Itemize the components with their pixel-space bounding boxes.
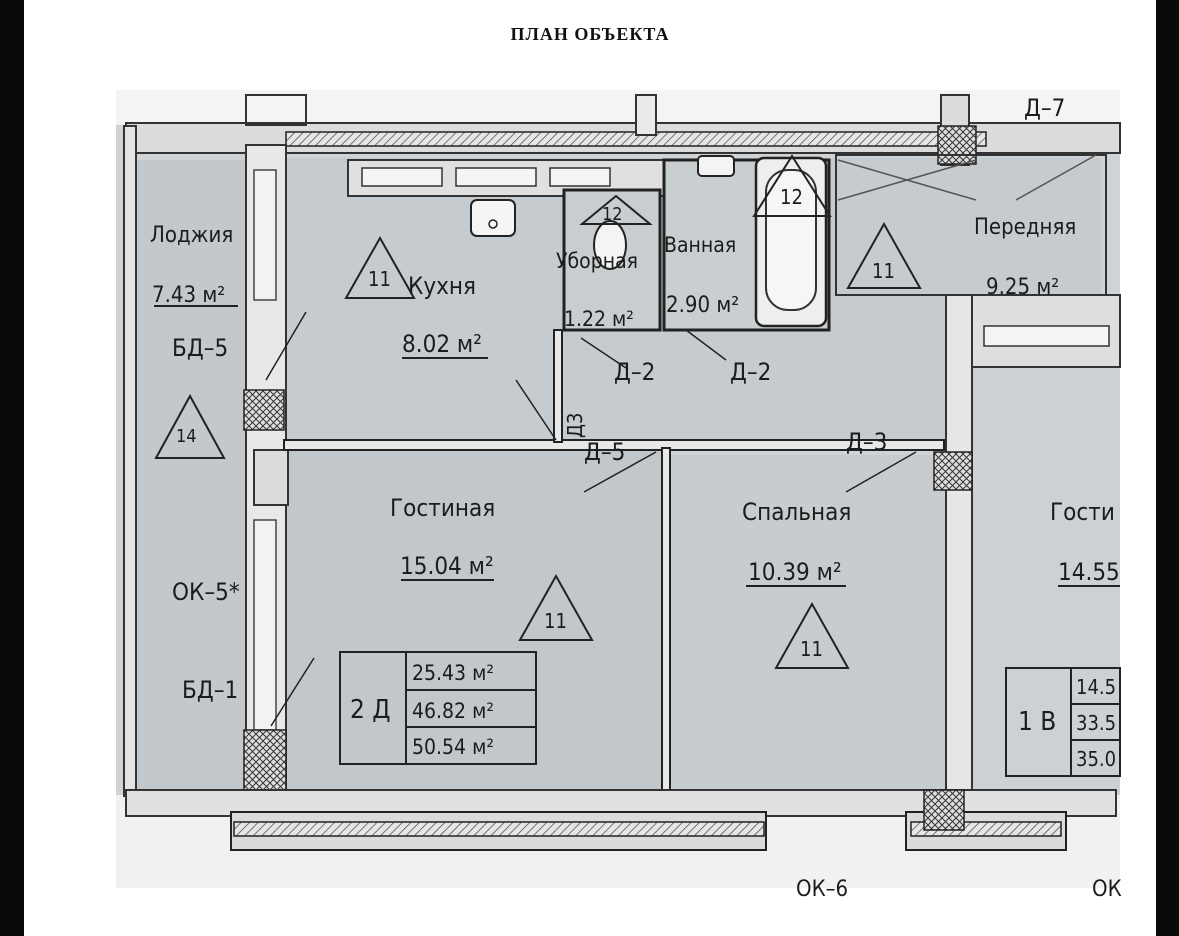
top-column-1 (635, 94, 657, 136)
bathroom-area: 2.90 м² (666, 293, 739, 318)
bedroom-tag: 11 (800, 637, 823, 661)
apt-2d-area-2: 46.82 м² (412, 699, 494, 723)
hallway-diag (1015, 154, 1097, 201)
loggia-outer-wall (123, 125, 137, 797)
leader-kitchen (515, 379, 557, 441)
cabinet-1 (361, 167, 443, 187)
floor-plan: Лоджия 7.43 м² 14 Кухня 8.02 м² 11 Уборн… (116, 90, 1122, 902)
hallway-tag: 11 (872, 259, 895, 283)
tag-triangle-bath (752, 154, 832, 217)
cabinet-3 (549, 167, 611, 187)
loggia-name: Лоджия (150, 223, 233, 248)
apt-1v-area-2: 33.5 (1076, 711, 1116, 735)
kitchen-tag: 11 (368, 267, 391, 291)
kitchen-area: 8.02 м² (402, 330, 482, 358)
apt-2d-area-1: 25.43 м² (412, 661, 494, 685)
loggia-tag: 14 (176, 426, 197, 447)
leader-d2b (685, 329, 727, 361)
mark-bd5: БД–5 (172, 334, 228, 362)
top-column-2 (245, 94, 307, 126)
hallway-area: 9.25 м² (986, 275, 1059, 300)
left-column-2 (243, 729, 287, 791)
mark-d2b: Д–2 (730, 358, 771, 386)
kitchen-sink (470, 199, 516, 237)
living-bedroom-wall (661, 447, 671, 799)
leader-bd5 (265, 311, 307, 381)
bathroom-tag: 12 (780, 185, 803, 209)
toilet-tag: 12 (602, 204, 623, 225)
loggia-area: 7.43 м² (152, 283, 225, 308)
mark-d3-vertical: Д3 (563, 412, 587, 438)
tag-triangle-bedroom (774, 601, 850, 669)
bathtub-inner (765, 169, 817, 311)
living2-area: 14.55 (1058, 558, 1120, 586)
cabinet-2 (455, 167, 537, 187)
apt-1v-area-3: 35.0 (1076, 747, 1116, 771)
bottom-wall-hatch (233, 821, 765, 837)
living-tag: 11 (544, 609, 567, 633)
left-column-1 (243, 389, 285, 431)
toilet-area: 1.22 м² (564, 307, 634, 331)
mark-ok6: ОК–6 (796, 877, 848, 902)
kitchen-name: Кухня (408, 272, 476, 300)
leader-d3 (845, 451, 917, 493)
tag-triangle-loggia (154, 393, 226, 459)
mark-ok-right: ОК (1092, 877, 1122, 902)
bedroom-fill (671, 455, 946, 800)
mark-d2a: Д–2 (614, 358, 655, 386)
mark-ok5: ОК–5* (172, 578, 240, 606)
left-column-3 (253, 449, 289, 506)
toilet-name: Уборная (556, 249, 638, 273)
tag-triangle-hall (846, 221, 922, 289)
leader-d5 (583, 451, 657, 493)
living-area: 15.04 м² (400, 552, 494, 580)
living-name: Гостиная (390, 494, 495, 522)
window-ok5 (253, 519, 277, 731)
bedroom-name: Спальная (742, 498, 851, 526)
bathroom-name: Ванная (664, 233, 736, 257)
tag-triangle-toilet (579, 194, 653, 225)
living-fill (286, 450, 666, 800)
window-bd5 (253, 169, 277, 301)
mark-d7: Д–7 (1024, 94, 1065, 122)
apt-2d-code: 2 Д (350, 695, 391, 725)
leader-d2a (580, 337, 627, 369)
bottom-column (923, 789, 965, 831)
document-sheet: ПЛАН ОБЪЕКТА (24, 0, 1156, 936)
apt-1v-code: 1 В (1018, 707, 1056, 737)
sink-drain (488, 219, 498, 229)
floor-plan-drawing: Лоджия 7.43 м² 14 Кухня 8.02 м² 11 Уборн… (116, 90, 1122, 902)
mark-bd1: БД–1 (182, 676, 238, 704)
tag-triangle-living (518, 573, 594, 641)
toilet-bowl (593, 220, 627, 270)
kitchen-wall (553, 329, 563, 443)
corner-column (937, 125, 977, 165)
page-title: ПЛАН ОБЪЕКТА (510, 24, 670, 44)
loggia-fill (126, 160, 246, 800)
hallway-name: Передняя (974, 215, 1076, 240)
apt-1v-box (1005, 667, 1121, 777)
right-column (933, 451, 973, 491)
washbasin (697, 155, 735, 177)
middle-partition (283, 439, 945, 451)
mark-d5: Д–5 (584, 438, 625, 466)
bedroom-area: 10.39 м² (748, 558, 842, 586)
apt-2d-area-3: 50.54 м² (412, 735, 494, 759)
leader-bd1 (270, 657, 315, 727)
right-partition-wall (945, 294, 973, 796)
living2-name: Гости (1050, 498, 1115, 526)
right-cabinet (983, 325, 1110, 347)
apt-1v-area-1: 14.5 (1076, 675, 1116, 699)
mark-d3: Д–3 (846, 428, 887, 456)
hallway-x-2 (837, 159, 977, 201)
apt-2d-box (339, 651, 537, 765)
tag-triangle-kitchen (344, 235, 416, 299)
